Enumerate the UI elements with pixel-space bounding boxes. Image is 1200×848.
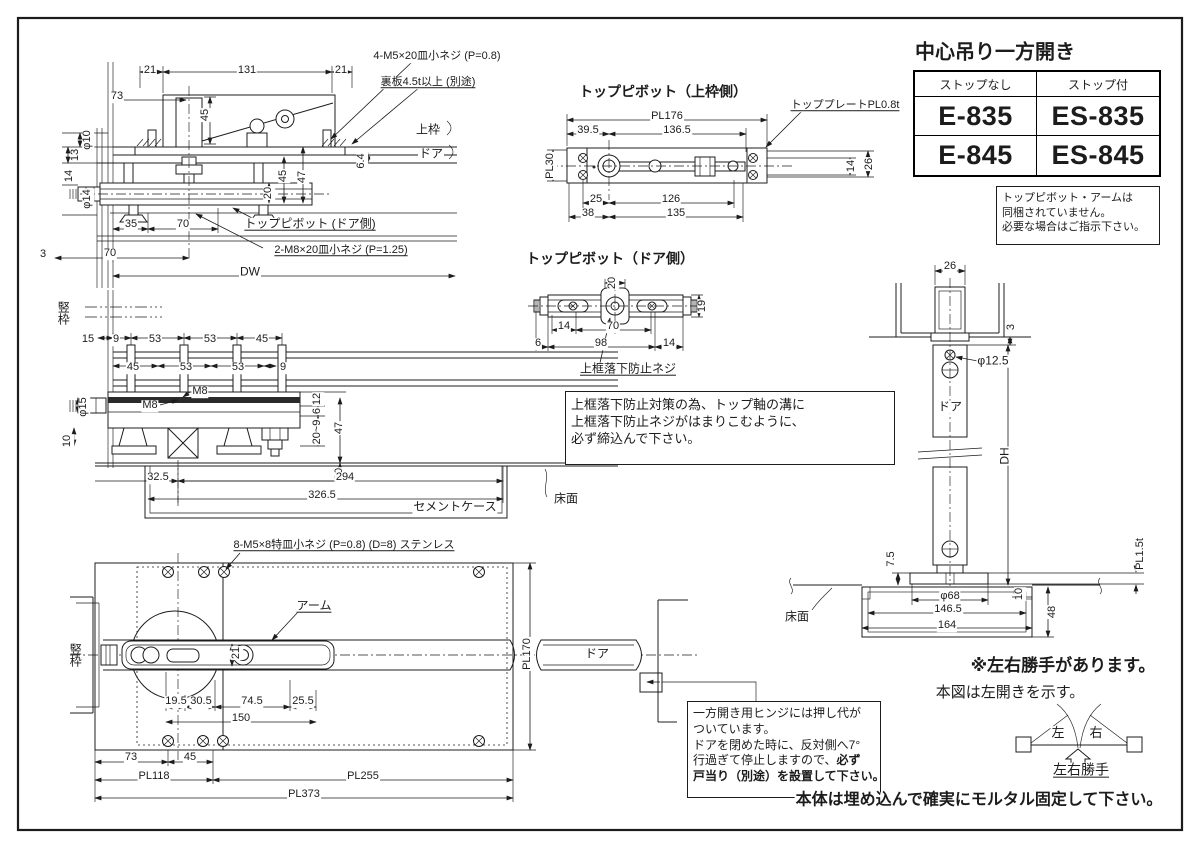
model-es835: ES-835	[1037, 97, 1159, 136]
model-e845: E-845	[915, 136, 1037, 175]
right-elevation-drawing	[789, 265, 1144, 638]
up-arrow-icon	[1064, 748, 1092, 767]
handing-diagram	[1015, 703, 1143, 767]
section-view-upper	[54, 61, 457, 288]
model-e835: E-835	[915, 97, 1037, 136]
screw-icons	[162, 566, 485, 747]
table-header-with-stop: ストップ付	[1037, 72, 1159, 97]
model-es845: ES-845	[1051, 140, 1145, 170]
table-header-no-stop: ストップなし	[915, 72, 1037, 97]
top-pivot-frame-drawing	[547, 110, 874, 222]
page-frame	[16, 16, 1184, 832]
model-table: ストップなし ストップ付 E-835 ES-835 E-845 ES-845	[913, 70, 1161, 177]
top-pivot-door-drawing	[528, 276, 703, 364]
plan-view-drawing	[70, 552, 757, 802]
section-view-lower	[69, 290, 618, 519]
